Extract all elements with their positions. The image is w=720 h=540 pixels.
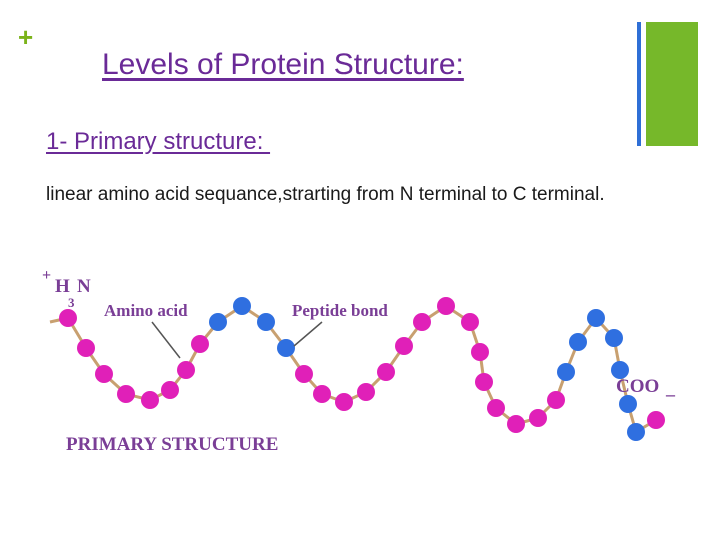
amino-acid-residue [191,335,209,353]
amino-acid-residue [77,339,95,357]
amino-acid-residue [627,423,645,441]
peptide-bond-label: Peptide bond [292,301,388,320]
amino-acid-residue [547,391,565,409]
amino-acid-residue [257,313,275,331]
amino-acid-residue [95,365,113,383]
amino-acid-label: Amino acid [104,301,188,320]
amino-acid-chain [49,297,665,441]
amino-acid-residue [569,333,587,351]
n-terminus-n: N [77,276,91,297]
amino-acid-residue [487,399,505,417]
amino-acid-residue [277,339,295,357]
amino-acid-residue [335,393,353,411]
corner-accent-green-bar [646,22,698,146]
amino-acid-residue [475,373,493,391]
amino-acid-residue [377,363,395,381]
primary-structure-caption: PRIMARY STRUCTURE [66,434,278,455]
amino-acid-residue [605,329,623,347]
amino-acid-residue [177,361,195,379]
primary-structure-diagram: + H 3 N Amino acid Peptide bond COO – PR… [42,267,676,455]
amino-acid-residue [461,313,479,331]
amino-acid-residue [611,361,629,379]
amino-acid-residue [313,385,331,403]
peptide-bond-pointer [293,321,323,347]
slide-title: Levels of Protein Structure: [102,48,464,81]
corner-accent-blue-bar [637,22,641,146]
amino-acid-residue [471,343,489,361]
amino-acid-residue [395,337,413,355]
n-terminus-subscript: 3 [68,295,75,310]
amino-acid-residue [295,365,313,383]
amino-acid-residue [117,385,135,403]
amino-acid-residue [507,415,525,433]
amino-acid-residue [141,391,159,409]
n-terminus-charge: + [42,267,51,284]
slide-subtitle: 1- Primary structure: [46,128,271,155]
amino-acid-residue [161,381,179,399]
n-terminus-h: H [55,276,70,297]
amino-acid-residue [587,309,605,327]
plus-icon: + [18,22,34,52]
amino-acid-residue [647,411,665,429]
slide-body-text: linear amino acid sequance,strarting fro… [46,184,605,205]
amino-acid-residue [357,383,375,401]
amino-acid-residue [413,313,431,331]
amino-acid-residue [557,363,575,381]
c-terminus-charge: – [665,384,676,404]
amino-acid-residue [233,297,251,315]
amino-acid-residue [619,395,637,413]
amino-acid-residue [529,409,547,427]
amino-acid-residue [437,297,455,315]
c-terminus-label: COO [616,376,659,397]
amino-acid-residue [59,309,77,327]
amino-acid-residue [209,313,227,331]
amino-acid-pointer [151,321,181,359]
